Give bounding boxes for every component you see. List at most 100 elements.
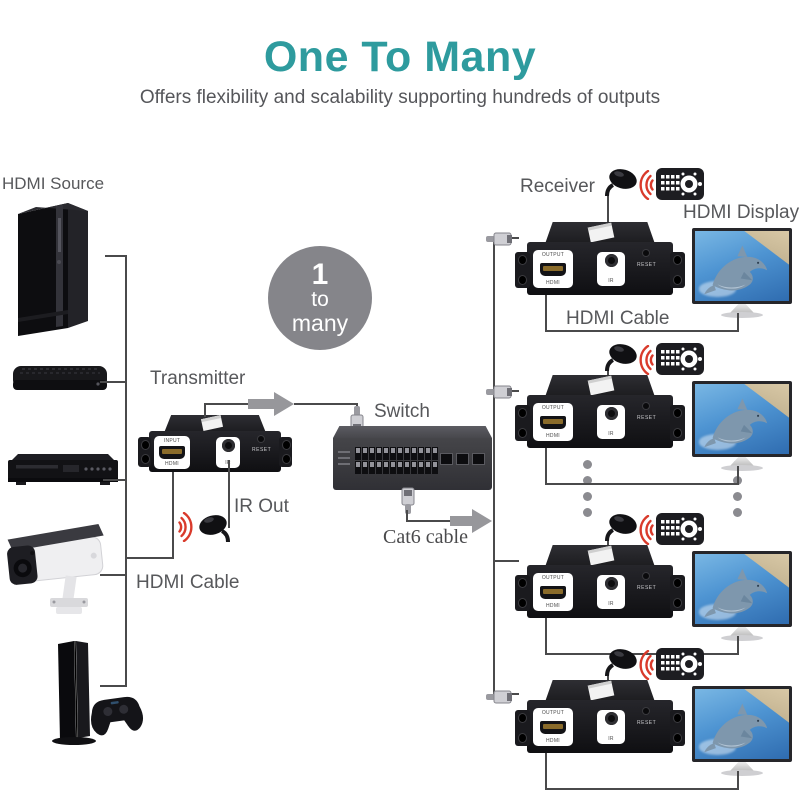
rj45-connector-icon bbox=[486, 385, 512, 399]
hdmi-cable-line bbox=[545, 653, 739, 655]
cat6-line bbox=[406, 520, 452, 522]
hdmi-output-port: OUTPUT HDMI bbox=[533, 250, 573, 288]
arrow-right-icon bbox=[248, 399, 274, 409]
ir-signal-icon bbox=[639, 345, 654, 375]
rj45-connector-icon bbox=[486, 690, 512, 704]
source-bus-line bbox=[125, 255, 127, 687]
cat6-drop-line bbox=[406, 510, 408, 522]
ir-receiver-icon bbox=[605, 344, 637, 372]
receiver-bus-line bbox=[493, 237, 495, 695]
ir-port: IR bbox=[597, 252, 625, 286]
dolphin-image bbox=[703, 703, 767, 752]
hdmi-cable-line bbox=[545, 448, 547, 485]
mounting-ear bbox=[279, 437, 292, 467]
tv-stand bbox=[730, 457, 754, 466]
hdmi-connector-icon bbox=[540, 585, 566, 599]
rj45-connector-icon bbox=[486, 232, 512, 246]
remote-icon bbox=[656, 648, 704, 680]
arrow-right-head-icon bbox=[274, 392, 294, 416]
hdmi-cable-line bbox=[737, 313, 739, 332]
receiver-device: OUTPUT HDMI IR RESET bbox=[515, 680, 685, 753]
dolphin-image bbox=[703, 568, 767, 617]
ir-out-cable-line bbox=[228, 460, 230, 528]
network-switch-device bbox=[333, 426, 492, 492]
switch-front-face bbox=[333, 438, 492, 490]
tv-stand bbox=[730, 627, 754, 636]
hdmi-connector-icon bbox=[540, 262, 566, 276]
cctv-camera-image bbox=[7, 523, 104, 614]
hdmi-cable-line bbox=[545, 788, 739, 790]
hdmi-display-tv bbox=[692, 686, 792, 778]
one-to-many-badge: 1 to many bbox=[268, 246, 372, 350]
hdmi-output-port: OUTPUT HDMI bbox=[533, 403, 573, 441]
reset-button bbox=[258, 436, 264, 442]
switch-top-face bbox=[333, 426, 492, 438]
switch-label: Switch bbox=[374, 401, 430, 422]
reset-button bbox=[643, 403, 649, 409]
source-tick-dvd bbox=[103, 479, 127, 481]
hdmi-cable-left-label: HDMI Cable bbox=[136, 572, 240, 593]
hdmi-cable-line bbox=[545, 618, 547, 655]
ir-jack-icon bbox=[604, 577, 618, 590]
dvd-player-image bbox=[8, 454, 118, 485]
dolphin-image bbox=[703, 245, 767, 294]
transmitter-device: INPUT HDMI IR RESET bbox=[138, 415, 292, 472]
pc-tower-image bbox=[18, 203, 88, 336]
ir-port: IR bbox=[597, 405, 625, 439]
tv-base bbox=[721, 770, 763, 776]
ir-signal-icon bbox=[178, 512, 193, 542]
ir-out-label: IR Out bbox=[234, 496, 289, 517]
receiver-device: OUTPUT HDMI IR RESET bbox=[515, 545, 685, 618]
ir-signal-icon bbox=[639, 650, 654, 680]
cat6-cable-label: Cat6 cable bbox=[383, 526, 468, 548]
transmitter-label: Transmitter bbox=[150, 368, 246, 389]
tx-arrow-stub bbox=[204, 404, 206, 417]
hdmi-display-tv bbox=[692, 551, 792, 643]
receiver-label: Receiver bbox=[520, 176, 595, 197]
hdmi-source-label: HDMI Source bbox=[2, 174, 105, 193]
receiver-unit-4: OUTPUT HDMI IR RESET bbox=[486, 624, 800, 796]
remote-icon bbox=[656, 513, 704, 545]
switch-port-grid bbox=[355, 447, 438, 474]
dolphin-image bbox=[703, 398, 767, 447]
more-receivers-dots bbox=[583, 460, 592, 524]
receiver-unit-2: OUTPUT HDMI IR RESET bbox=[486, 319, 800, 491]
receiver-unit-3: OUTPUT HDMI IR RESET bbox=[488, 489, 800, 661]
ir-port: IR bbox=[597, 710, 625, 744]
hdmi-cable-line bbox=[545, 295, 547, 332]
ir-jack-icon bbox=[221, 439, 235, 452]
tv-stand bbox=[730, 762, 754, 771]
receiver-tick-3 bbox=[493, 560, 519, 562]
hdmi-cable-line bbox=[545, 330, 739, 332]
tv-screen bbox=[692, 686, 792, 762]
tv-screen bbox=[692, 228, 792, 304]
hdmi-connector-icon bbox=[540, 415, 566, 429]
tx-arrow-line1 bbox=[204, 403, 249, 405]
arrow-right-icon bbox=[450, 516, 472, 526]
hdmi-cable-line bbox=[737, 636, 739, 655]
hdmi-output-port: OUTPUT HDMI bbox=[533, 573, 573, 611]
reset-label: RESET bbox=[252, 447, 272, 453]
tv-screen bbox=[692, 381, 792, 457]
tv-screen bbox=[692, 551, 792, 627]
source-tick-console bbox=[100, 685, 127, 687]
reset-button bbox=[643, 708, 649, 714]
ir-jack-icon bbox=[604, 407, 618, 420]
hdmi-cable-line bbox=[545, 483, 739, 485]
tv-base bbox=[721, 635, 763, 641]
source-tick-stb bbox=[100, 381, 127, 383]
ir-port: IR bbox=[216, 437, 240, 468]
tv-base bbox=[721, 312, 763, 318]
source-tick-pc bbox=[105, 255, 127, 257]
tv-base bbox=[721, 465, 763, 471]
remote-icon bbox=[656, 168, 704, 200]
arrow-right-head-icon bbox=[472, 509, 492, 533]
reset-button bbox=[643, 250, 649, 256]
receiver-unit-1: OUTPUT HDMI IR RESET bbox=[486, 166, 800, 338]
hdmi-cable-line-left-up bbox=[172, 470, 174, 559]
receiver-device: OUTPUT HDMI IR RESET bbox=[515, 375, 685, 448]
hdmi-cable-right-label: HDMI Cable bbox=[566, 308, 670, 329]
hdmi-input-port: INPUT HDMI bbox=[154, 436, 190, 469]
switch-uplink-ports bbox=[440, 453, 485, 465]
hdmi-cable-line-left bbox=[125, 557, 174, 559]
